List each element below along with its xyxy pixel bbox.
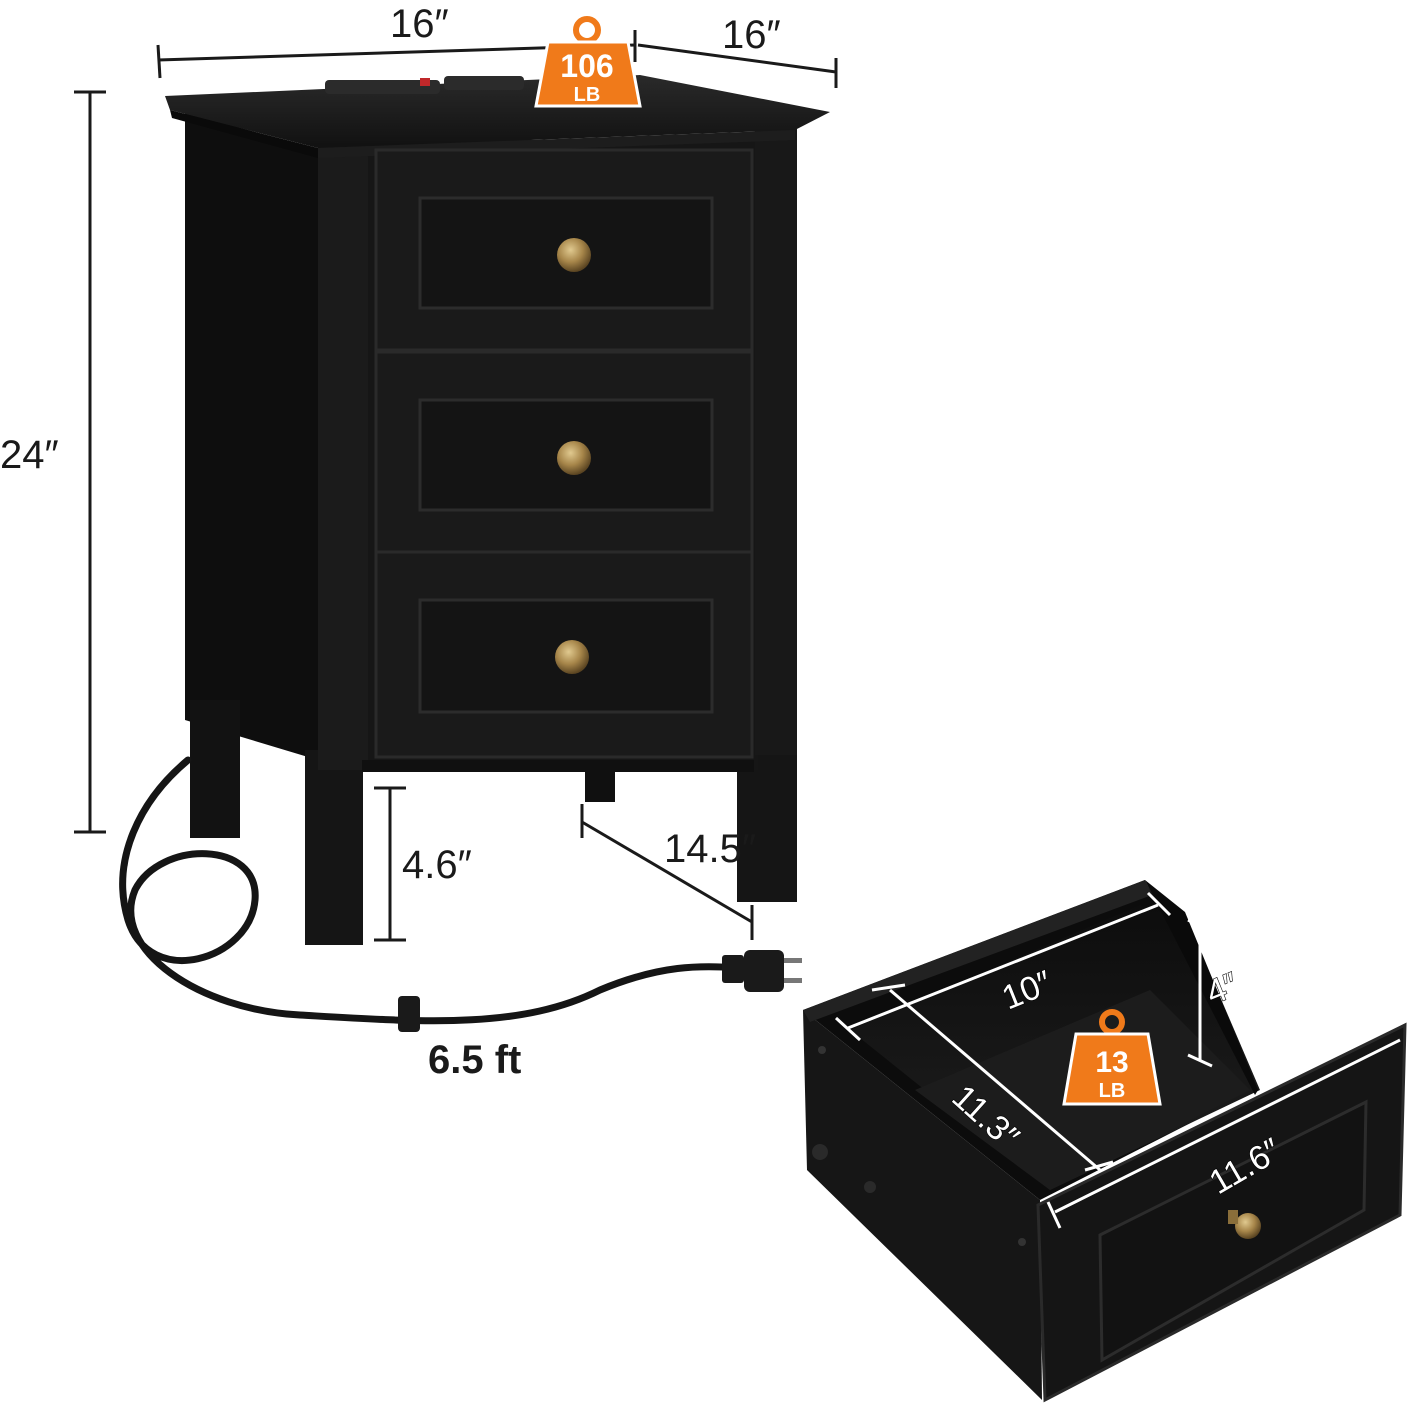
depth-label: 16″: [722, 13, 781, 57]
drawer-1: [374, 148, 754, 352]
drawer-knob: [1235, 1213, 1261, 1239]
height-label: 24″: [0, 433, 59, 477]
drawer-knob: [555, 640, 589, 674]
power-cord: [119, 756, 802, 1032]
weight-unit: LB: [1099, 1080, 1126, 1102]
drawer-2: [374, 350, 754, 554]
drawer-3: [374, 550, 754, 759]
cord-length-label: 6.5 ft: [428, 1038, 521, 1082]
weight-badge-drawer: 13 LB: [1062, 1009, 1162, 1106]
drawer-knob: [557, 441, 591, 475]
leg-span-label: 14.5″: [664, 827, 756, 871]
weight-value: 13: [1095, 1046, 1128, 1079]
width-label: 16″: [390, 2, 449, 46]
plug-icon: [722, 950, 802, 992]
weight-unit: LB: [574, 84, 601, 106]
power-outlet-strip: [325, 76, 524, 94]
nightstand-illustration: [119, 75, 830, 1032]
weight-value: 106: [560, 48, 613, 84]
leg-height-label: 4.6″: [402, 843, 472, 887]
nightstand-dimension-lines: [74, 30, 838, 942]
drawer-knob: [557, 238, 591, 272]
drawer-dimension-lines: [834, 891, 1401, 1229]
drawer-detail-illustration: [803, 880, 1407, 1403]
weight-badge-nightstand: 106 LB: [534, 16, 642, 108]
